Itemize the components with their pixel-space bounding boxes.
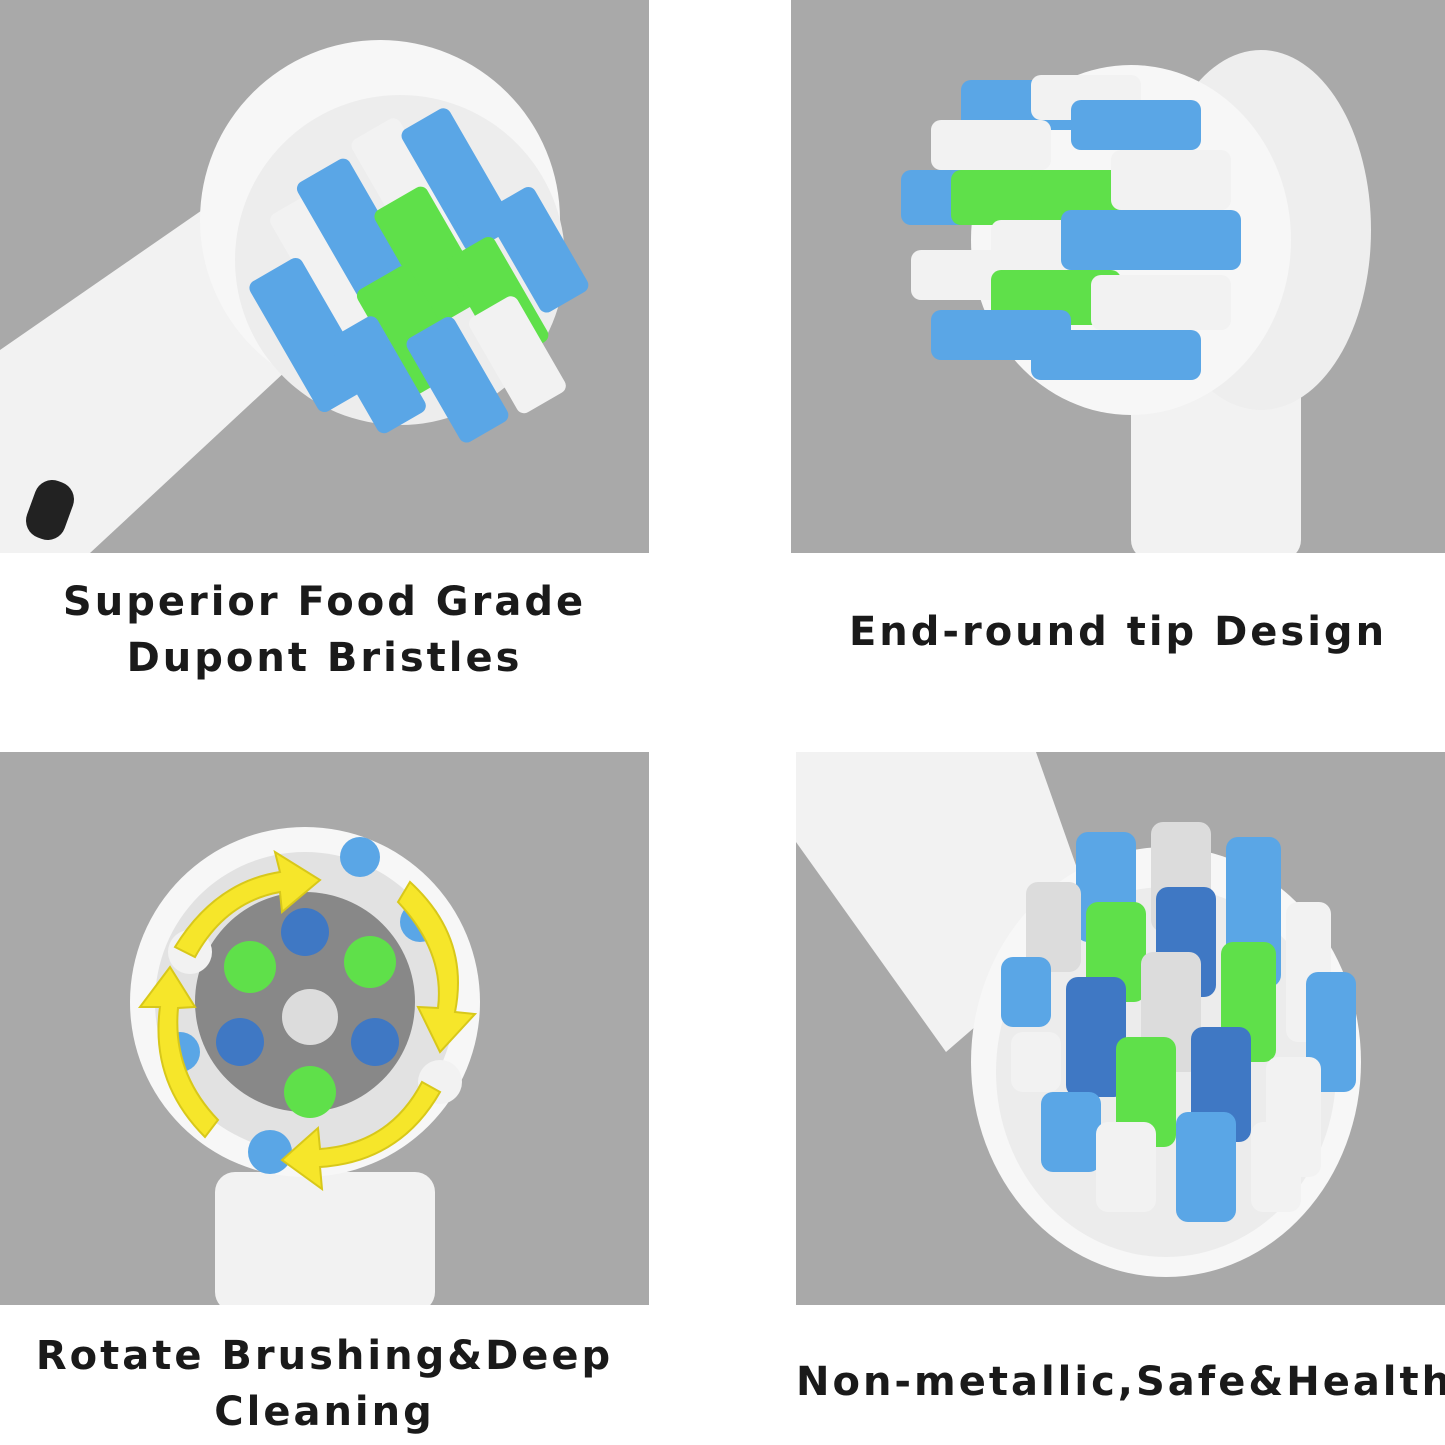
rotation-arrows-icon [138, 849, 478, 1192]
photo-panel-non-metallic [796, 752, 1445, 1305]
bristle-tufts [249, 108, 589, 443]
caption-line: Superior Food Grade [62, 579, 587, 625]
caption-line: End-round tip Design [848, 609, 1388, 655]
caption-superior-bristles: Superior Food Grade Dupont Bristles [0, 574, 649, 686]
caption-line: Dupont Bristles [126, 635, 523, 681]
bristle-tufts [1001, 822, 1356, 1222]
caption-end-round-tip: End-round tip Design [791, 604, 1445, 660]
brush-head-side-image [901, 50, 1371, 553]
caption-rotate-brushing: Rotate Brushing&Deep Cleaning [0, 1328, 649, 1440]
bristle-tufts [901, 75, 1241, 380]
photo-panel-tip-design [791, 0, 1445, 553]
photo-panel-rotate [0, 752, 649, 1305]
caption-line: Non-metallic,Safe&Health [796, 1359, 1445, 1405]
brush-head-angled-image [0, 40, 589, 553]
brush-head-tilted-image [796, 752, 1361, 1277]
caption-non-metallic: Non-metallic,Safe&Health [796, 1354, 1445, 1410]
photo-panel-bristles [0, 0, 649, 553]
brush-head-top-rotation-image [130, 827, 480, 1305]
caption-line: Cleaning [214, 1389, 435, 1435]
caption-line: Rotate Brushing&Deep [35, 1333, 614, 1379]
